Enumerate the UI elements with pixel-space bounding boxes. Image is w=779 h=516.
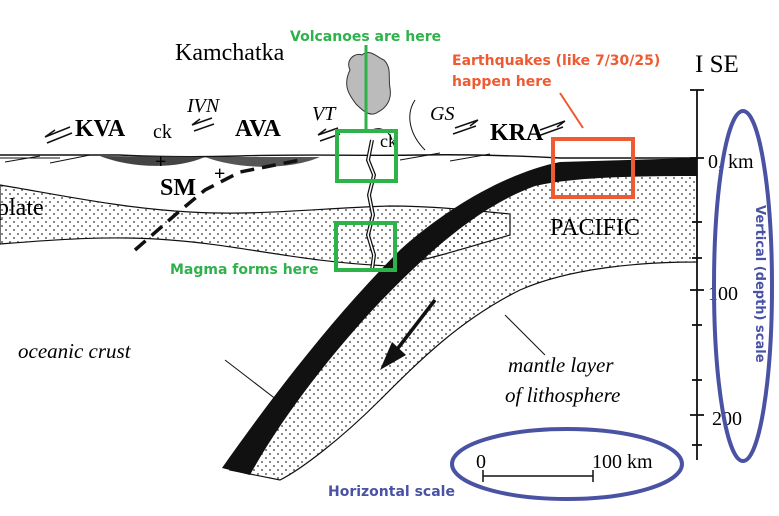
kamchatka-map: [346, 52, 391, 115]
arrow-gs: [452, 119, 479, 135]
depth-tick-200: 200: [712, 408, 742, 430]
magma-conduit-inner: [367, 139, 375, 271]
label-ivn: IVN: [186, 95, 221, 117]
dashed-boundary: [133, 158, 301, 252]
label-ava: AVA: [235, 116, 281, 142]
depth-tick-0: 0, km: [708, 151, 754, 173]
arrow-kra: [537, 120, 566, 137]
horizontal-scale-ellipse: [450, 427, 684, 501]
volcano-box: [335, 129, 398, 183]
oceanic-crust-band: [222, 158, 697, 475]
label-ck2: ck: [380, 131, 397, 151]
earthquake-box: [551, 137, 635, 199]
vertical-scale-ellipse: [712, 109, 774, 463]
horizontal-scale-bar: [482, 470, 594, 482]
label-oceanic-crust: oceanic crust: [18, 339, 132, 363]
label-sm: SM: [160, 175, 196, 201]
fault-hatching: [0, 152, 491, 164]
label-ise: I SE: [695, 51, 739, 78]
annotation-magma: Magma forms here: [170, 262, 319, 278]
annotation-horizontal-scale: Horizontal scale: [328, 484, 455, 500]
annotation-vertical-scale: Vertical (depth) scale: [752, 205, 767, 363]
annotation-volcanoes: Volcanoes are here: [290, 29, 441, 45]
label-vt: VT: [312, 103, 337, 125]
scale-start: 0: [476, 451, 486, 473]
annotation-earthquakes-1: Earthquakes (like 7/30/25): [452, 53, 660, 69]
annotation-earthquakes-2: happen here: [452, 74, 552, 90]
basin-ava: [205, 157, 320, 167]
scale-end: 100 km: [592, 451, 653, 473]
label-kva: KVA: [75, 116, 126, 142]
plate-motion-arrow: [380, 298, 437, 370]
magma-box: [334, 221, 397, 272]
label-gs: GS: [430, 103, 454, 125]
leader-oceanic-crust: [224, 359, 291, 411]
label-kra: KRA: [490, 120, 544, 146]
label-pacific: PACIFIC: [550, 215, 640, 241]
label-kamchatka: Kamchatka: [175, 40, 285, 66]
label-plate: plate: [0, 195, 44, 221]
plus-sign: +: [155, 151, 166, 173]
depth-axis: [690, 89, 704, 460]
arrow-ivn: [191, 117, 215, 132]
label-ck1: ck: [153, 121, 172, 143]
leader-mantle: [504, 314, 546, 356]
label-mantle-1: mantle layer: [508, 353, 614, 377]
arrow-kva: [44, 126, 73, 144]
basin-sm: [100, 156, 205, 166]
plus-sign: +: [214, 163, 225, 185]
label-mantle-2: of lithosphere: [505, 383, 620, 407]
gs-curve: [409, 99, 426, 151]
earthquake-pointer: [559, 92, 584, 129]
